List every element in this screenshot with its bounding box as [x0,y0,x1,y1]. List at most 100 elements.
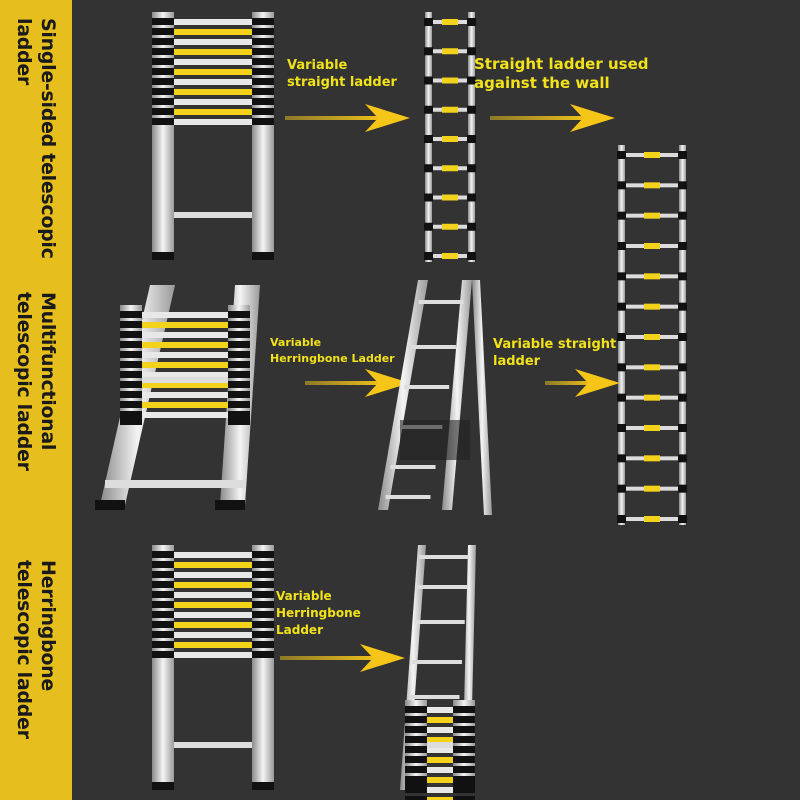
rung-joint [405,736,427,743]
rung-stack [142,362,228,368]
rung-joint [405,726,427,733]
rung-joint [678,333,687,341]
rung-stack [142,382,228,388]
rung-stack [174,99,252,105]
rung-joint [617,211,626,220]
rung-joint [617,272,626,281]
rung-joint [228,351,250,358]
caption-line: Variable straight [493,337,617,352]
rung-joint [453,726,475,733]
rung-label [644,485,660,492]
rung-joint [152,551,174,558]
rung-joint [252,18,274,25]
arrow-head [365,369,410,397]
rung-joint [252,88,274,95]
rung-label [442,136,458,142]
rung-joint [152,98,174,105]
ladder-rung [409,695,460,699]
rung-joint [252,58,274,65]
rung-joint [467,193,476,202]
caption-variable-herringbone: Variable Herringbone Ladder [270,335,395,367]
rung-stack [174,632,252,638]
rung-joint [152,571,174,578]
ladder-rung [427,742,453,748]
rung-stack [427,797,453,800]
rung-joint [424,222,433,231]
rung-label [644,212,660,219]
rung-joint [152,561,174,568]
rung-joint [252,98,274,105]
rung-joint [678,363,687,372]
rung-label [442,223,458,230]
arrow-shaft [545,381,595,385]
ladder-rung [105,480,245,488]
rung-stack [427,727,453,733]
caption-line: ladder [493,354,541,369]
rung-stack [427,757,453,763]
foot [252,782,274,790]
rung-label [644,303,660,310]
ladder-rung [174,212,252,218]
caption-line: straight ladder [287,75,397,90]
ladder-rung [417,585,468,589]
rung-stack [142,322,228,328]
ladder-rung [411,660,462,664]
rung-joint [228,341,250,348]
a-frame-ladder [378,280,492,515]
rung-joint [678,424,687,432]
caption-line: against the wall [474,74,610,92]
arrow-right-icon [490,104,615,132]
rung-joint [120,331,142,338]
rung-joint [678,454,687,463]
rung-stack [174,29,252,35]
caption-variable-straight: Variable straight ladder [287,57,397,91]
rung-stack [174,652,252,658]
rung-joint [120,391,142,398]
rung-joint [678,484,687,493]
rung-joint [252,641,274,648]
caption-line: Ladder [276,623,323,637]
rung-stack [174,592,252,598]
foot [405,782,427,790]
rung-stack [174,642,252,648]
label-line: Single-sided telescopic [37,18,59,259]
rung-joint [252,78,274,85]
foot [152,782,174,790]
rung-label [644,152,660,158]
rung-joint [467,105,476,114]
rung-joint [152,68,174,75]
rung-stack [174,562,252,568]
rung-stack [174,59,252,65]
rung-joint [424,76,433,85]
foot [120,417,142,425]
rung-joint [617,302,626,311]
rung-joint [467,47,476,56]
rung-joint [617,363,626,372]
rung-joint [152,581,174,588]
rung-stack [174,79,252,85]
ladder-rung [419,555,470,559]
rung-joint [152,641,174,648]
caption-line: Variable [287,58,348,73]
rung-joint [424,47,433,56]
rung-joint [152,621,174,628]
rung-joint [252,28,274,35]
rung-joint [678,211,687,220]
rung-joint [152,611,174,618]
rung-joint [617,515,626,523]
rung-joint [678,181,687,190]
rung-joint [252,48,274,55]
rung-label [442,77,458,84]
rung-joint [252,68,274,75]
rung-joint [252,621,274,628]
rung-label [442,106,458,113]
rung-joint [120,341,142,348]
rung-joint [405,746,427,753]
arrow-head [360,644,405,672]
rung-joint [252,611,274,618]
label-line: telescopic ladder [13,560,35,739]
rung-joint [252,651,274,658]
arrow-right-icon [280,644,405,672]
